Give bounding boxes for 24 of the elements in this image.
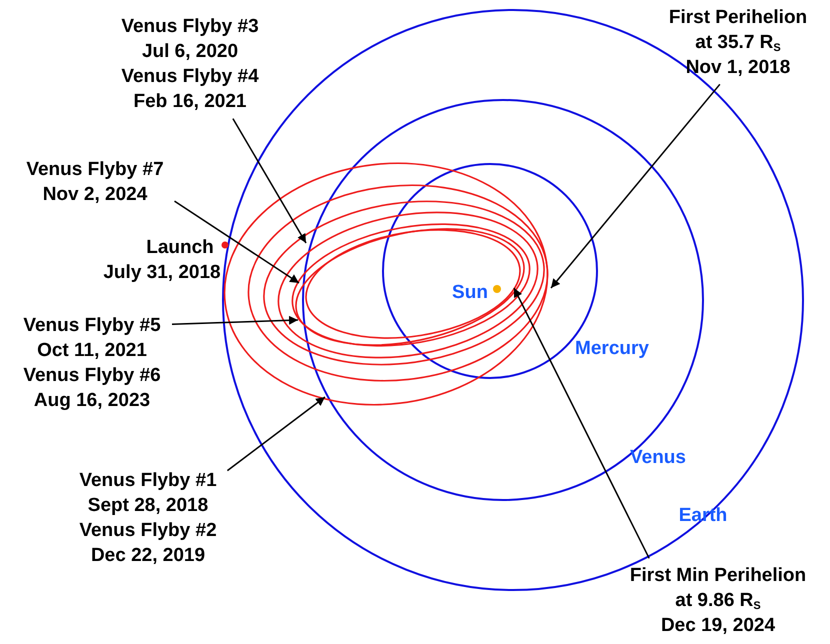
annotation-text: Venus Flyby #3 Jul 6, 2020 — [120, 15, 260, 64]
annotation-text: Venus Flyby #1 Sept 28, 2018 — [78, 469, 218, 518]
leader-arrow — [226, 396, 326, 472]
annotation-text: Launch — [146, 236, 214, 260]
orbit-label: Venus — [630, 446, 686, 470]
annotation-text: First Min Perihelion — [628, 564, 808, 588]
orbit-label: Mercury — [575, 337, 649, 361]
annotation-text: Venus Flyby #6 Aug 16, 2023 — [22, 364, 162, 413]
annotation-text: Venus Flyby #4 Feb 16, 2021 — [120, 65, 260, 114]
annotation-text: Venus Flyby #7 Nov 2, 2024 — [25, 158, 165, 207]
trajectory-drawing — [224, 162, 548, 406]
leader-arrow — [172, 316, 298, 325]
annotation-text: at 9.86 R$_{S}$ — [674, 589, 762, 613]
annotation-text: Venus Flyby #5 Oct 11, 2021 — [22, 314, 162, 363]
annotation-text: First Perihelion — [668, 6, 808, 30]
annotation-text: Nov 1, 2018 — [684, 56, 792, 80]
annotation-text: at 35.7 R$_{S}$ — [694, 31, 782, 55]
body-label: Sun — [452, 281, 488, 305]
annotation-text: Venus Flyby #2 Dec 22, 2019 — [78, 519, 218, 568]
annotation-text: Dec 19, 2024 — [660, 614, 776, 638]
leader-arrow — [174, 200, 300, 284]
leader-arrow — [513, 288, 650, 559]
annotation-text: July 31, 2018 — [103, 261, 221, 285]
leader-arrow — [232, 118, 307, 244]
